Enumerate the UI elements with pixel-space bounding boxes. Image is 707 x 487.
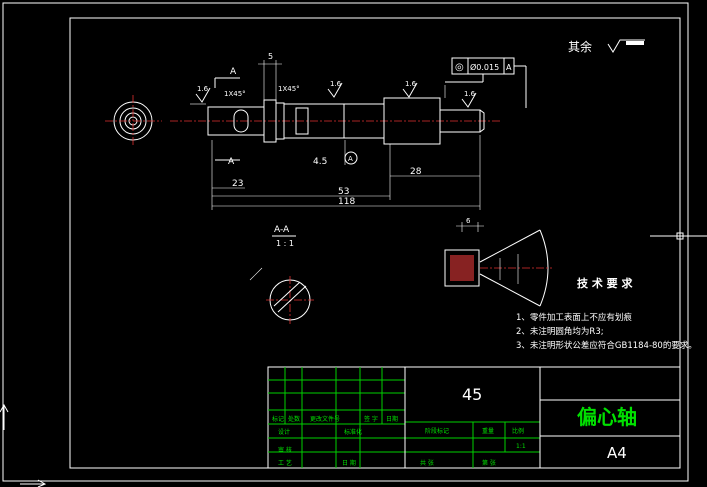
tech-item-2: 2、未注明圆角均为R3;: [516, 326, 604, 337]
tb-count: 处数: [288, 415, 300, 423]
tolerance-frame: [445, 57, 527, 108]
sheet-border: [2, 2, 689, 482]
crosshair-cursor-icon: [650, 205, 707, 265]
section-a-a-view: [249, 267, 314, 324]
tb-weight: 重量: [482, 427, 494, 435]
dim-28: 28: [410, 167, 422, 177]
roughness-symbol-icon: [607, 39, 645, 53]
material-label: 45: [462, 385, 482, 404]
tech-heading: 技 术 要 求: [577, 276, 633, 290]
tb-std: 标准化: [344, 428, 362, 436]
tech-item-1: 1、零件加工表面上不应有划痕: [516, 312, 632, 323]
surface-finish-note: 其余: [568, 39, 592, 54]
tolerance-datum: A: [506, 63, 512, 72]
detail-view: 6: [444, 217, 552, 307]
roughness-3: 1.6: [405, 80, 417, 88]
tb-page: 第 张: [482, 459, 496, 467]
concentricity-icon: ◎: [455, 62, 464, 73]
tb-check: 审 核: [278, 446, 292, 454]
tolerance-value: Ø0.015: [470, 62, 499, 72]
section-title: A-A: [274, 225, 290, 235]
keyway-depth-label: 4.5: [313, 157, 327, 167]
title-block-grid: [267, 366, 681, 469]
datum-label: A: [348, 155, 353, 163]
datum-circle-icon: [344, 151, 358, 165]
dimension-lines: [190, 60, 481, 210]
tb-scale: 比例: [512, 427, 524, 435]
dim-118: 118: [338, 197, 355, 207]
tb-total: 共 张: [420, 459, 434, 467]
dim-6: 6: [466, 217, 471, 225]
tb-scale-val: 1:1: [516, 443, 526, 450]
shaft-end-view: [105, 95, 162, 147]
part-name: 偏心轴: [577, 405, 637, 429]
tb-date2: 日 期: [342, 459, 356, 467]
tb-stage: 阶段标记: [425, 427, 449, 435]
roughness-1: 1.6: [197, 85, 209, 93]
chamfer-left-label: 1X45°: [224, 90, 246, 98]
tb-craft: 工 艺: [278, 459, 292, 467]
roughness-2: 1.6: [330, 80, 342, 88]
section-mark-top: A: [230, 67, 237, 77]
tb-mark: 标记: [272, 415, 284, 423]
tb-design: 设计: [278, 428, 290, 436]
shaft-front-view: [170, 97, 500, 145]
tb-doc: 更改文件号: [310, 415, 340, 423]
keyway-slot: [233, 109, 249, 133]
sheet-size: A4: [607, 444, 627, 462]
tb-date: 日期: [386, 415, 398, 423]
roughness-check-icons: [195, 82, 477, 108]
roughness-4: 1.6: [464, 90, 476, 98]
tech-item-3: 3、未注明形状公差应符合GB1184-80的要求。: [516, 340, 697, 351]
dim-23: 23: [232, 179, 243, 189]
ucs-axis-icon: [0, 403, 47, 487]
section-mark-bottom: A: [228, 157, 235, 167]
tb-sign: 签 字: [364, 415, 378, 423]
chamfer-right-label: 1X45°: [278, 85, 300, 93]
dim-5: 5: [268, 52, 273, 61]
section-scale: 1 : 1: [276, 239, 294, 248]
dim-53: 53: [338, 187, 349, 197]
